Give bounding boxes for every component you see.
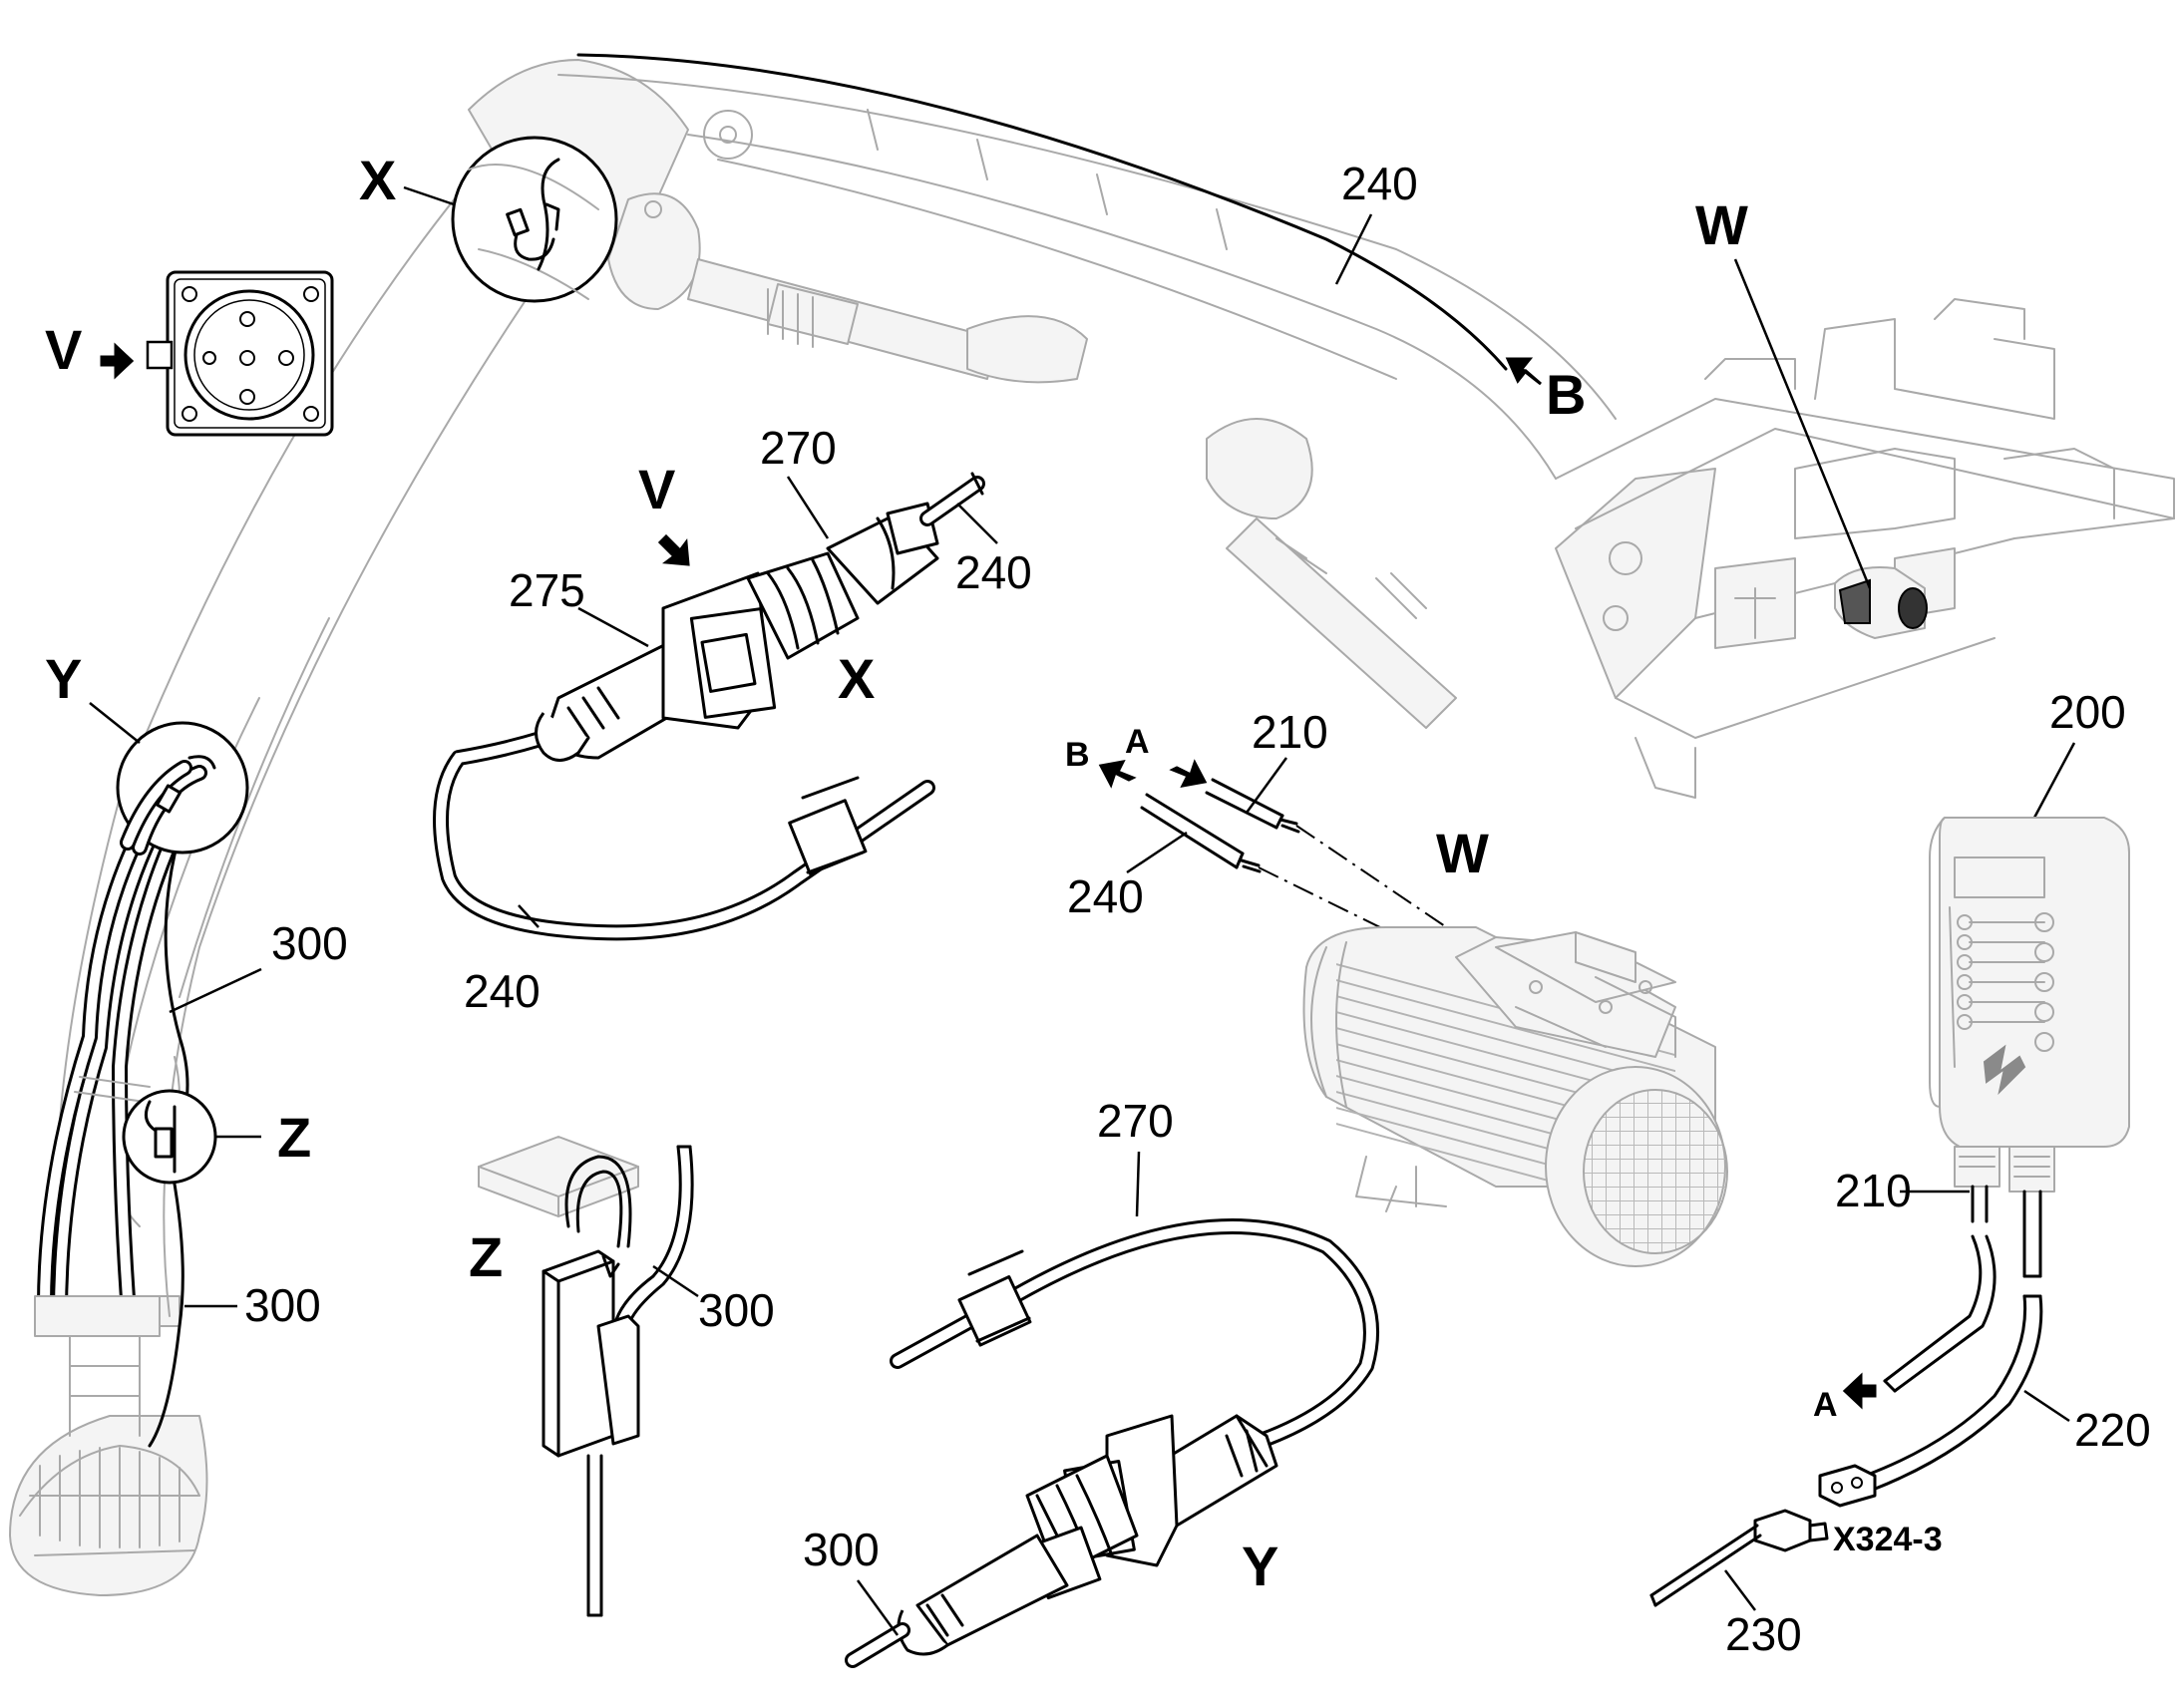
detail-circle-z: Z [122,1089,311,1185]
label-300-z: 300 [698,1284,775,1336]
boom-cable-bundle [34,775,197,1448]
label-x-conn: X [838,647,875,710]
label-275: 275 [509,564,585,616]
detail-circle-y: Y [45,647,249,855]
control-box-200: 200 [1649,686,2151,1660]
label-240-loop: 240 [464,965,541,1017]
label-y-conn: Y [1242,1535,1278,1597]
label-v-detail: V [45,318,82,381]
cable-ends-210-240: B A 210 240 [1065,706,1477,968]
label-y-detail: Y [45,647,82,710]
label-w-motor: W [1436,822,1489,884]
label-a-right: A [1813,1386,1838,1424]
label-z-big: Z [469,1225,503,1288]
socket-face-view: V [45,270,334,437]
label-210-mid: 210 [1252,706,1328,758]
label-b-top: B [1546,363,1586,426]
socket-pins-icon [202,311,294,405]
crane-structure [9,53,2175,1596]
label-240-conn: 240 [955,546,1032,598]
lightning-logo-icon [1983,1044,2026,1096]
label-270-top: 270 [760,422,837,474]
motor-w: W [1302,822,1728,1267]
label-220: 220 [2074,1404,2151,1456]
connector-y-assembly [845,1218,1379,1668]
label-300-lower: 300 [244,1279,321,1331]
label-270-bottom: 270 [1097,1095,1174,1147]
label-230: 230 [1725,1608,1802,1660]
view-arrow-icon [1505,357,1542,386]
label-a-mid: A [1125,723,1150,761]
label-z-detail: Z [277,1106,311,1169]
label-240-mid: 240 [1067,870,1144,922]
label-x-detail: X [359,149,396,211]
view-arrow-icon [1169,759,1208,789]
label-300-upper: 300 [271,917,348,969]
view-arrow-icon [1842,1372,1877,1410]
label-200: 200 [2049,686,2126,738]
label-240-top: 240 [1341,158,1418,209]
connector-x-assembly [433,472,985,941]
label-x324-3: X324-3 [1833,1521,1943,1558]
z-bracket-detail: Z 300 [469,1136,775,1617]
label-b-mid: B [1065,736,1090,774]
label-w-top: W [1695,193,1748,256]
view-arrow-icon [657,533,690,566]
view-arrow-icon [100,342,135,380]
detail-circle-x: X [359,136,618,303]
label-210-right: 210 [1835,1165,1912,1216]
view-arrow-icon [1098,759,1137,789]
label-v-arrow: V [638,458,675,520]
label-300-bottom: 300 [803,1524,880,1575]
